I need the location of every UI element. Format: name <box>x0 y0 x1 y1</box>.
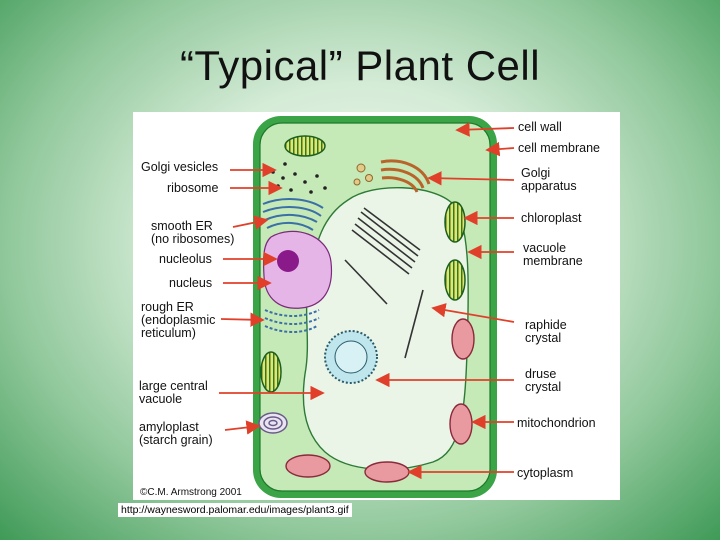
slide-title: “Typical” Plant Cell <box>179 42 541 89</box>
label-druse-crystal: druse crystal <box>525 367 562 394</box>
label-rough-er: rough ER (endoplasmic reticulum) <box>141 300 216 340</box>
label-ribosome: ribosome <box>167 181 219 195</box>
source-url: http://waynesword.palomar.edu/images/pla… <box>118 503 352 517</box>
raphide-crystals <box>344 207 424 359</box>
nucleus-shape <box>262 230 333 309</box>
smooth-er-shape <box>262 198 324 231</box>
plant-cell-illustration <box>219 116 515 498</box>
label-cell-membrane: cell membrane <box>518 141 600 155</box>
pointer-lines-right <box>375 122 515 480</box>
label-large-central-vacuole: large central vacuole <box>139 379 208 406</box>
golgi-vesicles-shape <box>353 163 373 186</box>
diagram-panel: Golgi vesicles ribosome smooth ER (no ri… <box>133 112 620 500</box>
golgi-apparatus-shape <box>380 159 431 193</box>
label-chloroplast: chloroplast <box>521 211 582 225</box>
label-smooth-er: smooth ER (no ribosomes) <box>151 219 235 246</box>
label-nucleolus: nucleolus <box>159 252 212 266</box>
label-nucleus: nucleus <box>169 276 213 290</box>
pointer-lines-left <box>219 162 325 435</box>
label-cell-wall: cell wall <box>518 120 562 134</box>
label-amyloplast: amyloplast (starch grain) <box>139 420 213 447</box>
druse-crystal-shape <box>324 330 378 384</box>
central-vacuole-shape <box>302 186 469 471</box>
chloroplasts <box>260 135 466 393</box>
amyloplast-shape <box>258 412 288 434</box>
copyright-notice: ©C.M. Armstrong 2001 <box>140 487 242 498</box>
label-vacuole-membrane: vacuole membrane <box>523 241 583 268</box>
label-golgi-vesicles: Golgi vesicles <box>141 160 219 174</box>
mitochondria <box>285 318 475 483</box>
label-raphide-crystal: raphide crystal <box>525 318 567 345</box>
label-cytoplasm: cytoplasm <box>517 466 574 480</box>
label-golgi-apparatus: Golgi apparatus <box>521 166 577 193</box>
rough-er-shape <box>264 309 320 333</box>
label-mitochondrion: mitochondrion <box>517 416 596 430</box>
